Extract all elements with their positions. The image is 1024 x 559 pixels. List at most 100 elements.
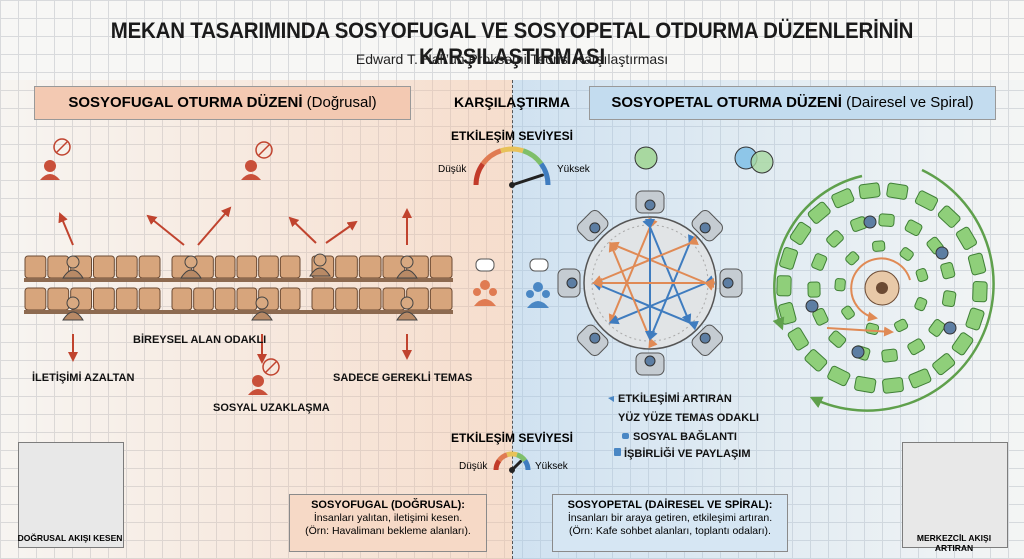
interaction-gauge-bottom <box>493 451 531 473</box>
gauge-arc-segment <box>522 148 544 166</box>
seated-person-4 <box>396 255 418 279</box>
comparison-title: KARŞILAŞTIRMA <box>454 94 570 110</box>
spiral-seat <box>972 281 988 303</box>
person-head <box>722 277 734 289</box>
spiral-center-person <box>876 282 888 294</box>
spiral-seat <box>951 332 974 356</box>
spiral-seat <box>831 188 855 209</box>
seat <box>279 287 301 311</box>
sociofugal-def-title: SOSYOFUGAL (DOĞRUSAL): <box>311 499 465 511</box>
seat <box>382 287 406 311</box>
person-head <box>644 355 656 367</box>
sociopetal-header-bold: SOSYOPETAL OTURMA DÜZENİ <box>611 94 842 111</box>
spiral-seat <box>886 182 909 200</box>
seat <box>258 255 279 279</box>
spiral-seat <box>807 281 821 298</box>
gauge-arc-segment <box>473 162 485 186</box>
sociopetal-definition-box: SOSYOPETAL (DAİRESEL VE SPİRAL): İnsanla… <box>552 494 788 552</box>
spiral-flow-arrow-outer-2 <box>772 174 863 331</box>
spiral-flow-arrow-inner <box>850 257 911 322</box>
round-seat-1 <box>635 190 665 214</box>
spiral-seat <box>914 297 928 312</box>
seated-person-3 <box>309 253 331 277</box>
spiral-seat <box>940 262 956 280</box>
isolated-person-icon-2 <box>241 141 273 180</box>
spiral-seat <box>865 322 880 335</box>
round-seat-2 <box>691 210 723 242</box>
spiral-seat <box>881 348 898 363</box>
feature-1: ETKİLEŞİMİ ARTIRAN <box>618 393 732 405</box>
spiral-seat <box>826 230 844 248</box>
sociofugal-def-line1: İnsanları yalıtan, iletişimi kesen. <box>313 512 463 524</box>
spiral-seat <box>937 205 961 228</box>
seat <box>171 287 193 311</box>
round-seat-6 <box>577 324 609 356</box>
seat <box>138 287 161 311</box>
seat <box>115 287 138 311</box>
page-subtitle: Edward T. Hall’un Proksemi Teorisi Karşı… <box>355 51 669 67</box>
gauge-bottom-high: Yüksek <box>535 461 568 472</box>
seat <box>93 255 115 279</box>
seat-rail <box>24 310 453 314</box>
gauge-hub <box>509 182 515 188</box>
label-individual-focus: BİREYSEL ALAN ODAKLI <box>133 334 267 346</box>
label-social-distancing: SOSYAL UZAKLAŞMA <box>213 402 330 414</box>
person-head <box>566 277 578 289</box>
spiral-seat <box>845 251 860 266</box>
spiral-seat <box>908 368 932 389</box>
spiral-seat <box>854 375 877 394</box>
chat-bubbles-icon <box>634 146 774 174</box>
feature-bullets <box>608 396 629 456</box>
seat <box>358 255 382 279</box>
spiral-seat <box>787 327 809 351</box>
interaction-arrows <box>592 217 716 349</box>
spiral-seat <box>779 247 798 270</box>
sociopetal-header: SOSYOPETAL OTURMA DÜZENİ (Dairesel ve Sp… <box>589 86 996 120</box>
sociopetal-header-rest: (Dairesel ve Spiral) <box>841 94 974 111</box>
isolated-person-icon-1 <box>40 138 71 180</box>
gauge-arc-segment <box>522 459 531 471</box>
spiral-seat <box>915 268 929 282</box>
sociofugal-header-bold: SOSYOFUGAL OTURMA DÜZENİ <box>68 94 303 111</box>
seated-person-5 <box>251 296 273 321</box>
spiral-person-4 <box>805 299 819 313</box>
spiral-seat <box>956 226 977 250</box>
feature-3: SOSYAL BAĞLANTI <box>633 431 737 443</box>
seated-person-1 <box>62 255 84 279</box>
person-head <box>699 222 711 234</box>
center-divider <box>512 80 513 559</box>
gauge-top-high: Yüksek <box>557 164 590 175</box>
centripetal-flow-icon-box <box>902 442 1008 548</box>
gauge-arc-segment <box>493 459 502 471</box>
spiral-seat <box>828 330 847 348</box>
gauge-arc-segment <box>515 452 527 463</box>
round-seat-7 <box>557 268 581 298</box>
spiral-seat <box>811 253 828 271</box>
spiral-seat <box>928 319 946 337</box>
spiral-seat <box>812 307 829 326</box>
seat <box>115 255 138 279</box>
seat <box>429 255 453 279</box>
seat <box>358 287 382 311</box>
gauge-arc-segment <box>506 451 518 458</box>
round-seat-5 <box>635 352 665 376</box>
seat <box>47 287 70 311</box>
spiral-seating <box>772 168 995 412</box>
spiral-person-2 <box>943 321 957 335</box>
gauge-top-title: ETKİLEŞİM SEVİYESİ <box>450 129 574 143</box>
spiral-seat <box>914 190 939 211</box>
person-head <box>644 199 656 211</box>
spiral-person-5 <box>851 345 865 359</box>
label-necessary-contact: SADECE GEREKLİ TEMAS <box>333 372 473 384</box>
seat <box>311 287 335 311</box>
seat <box>214 287 236 311</box>
feature-2: YÜZ YÜZE TEMAS ODAKLI <box>618 412 759 424</box>
spiral-seat <box>834 278 846 292</box>
spiral-seat <box>932 353 956 376</box>
linear-flow-label: DOĞRUSAL AKIŞI KESEN <box>17 533 123 543</box>
spiral-person-1 <box>935 246 949 260</box>
interaction-arrow <box>608 241 658 349</box>
seat <box>214 255 236 279</box>
spiral-seat <box>804 349 828 372</box>
